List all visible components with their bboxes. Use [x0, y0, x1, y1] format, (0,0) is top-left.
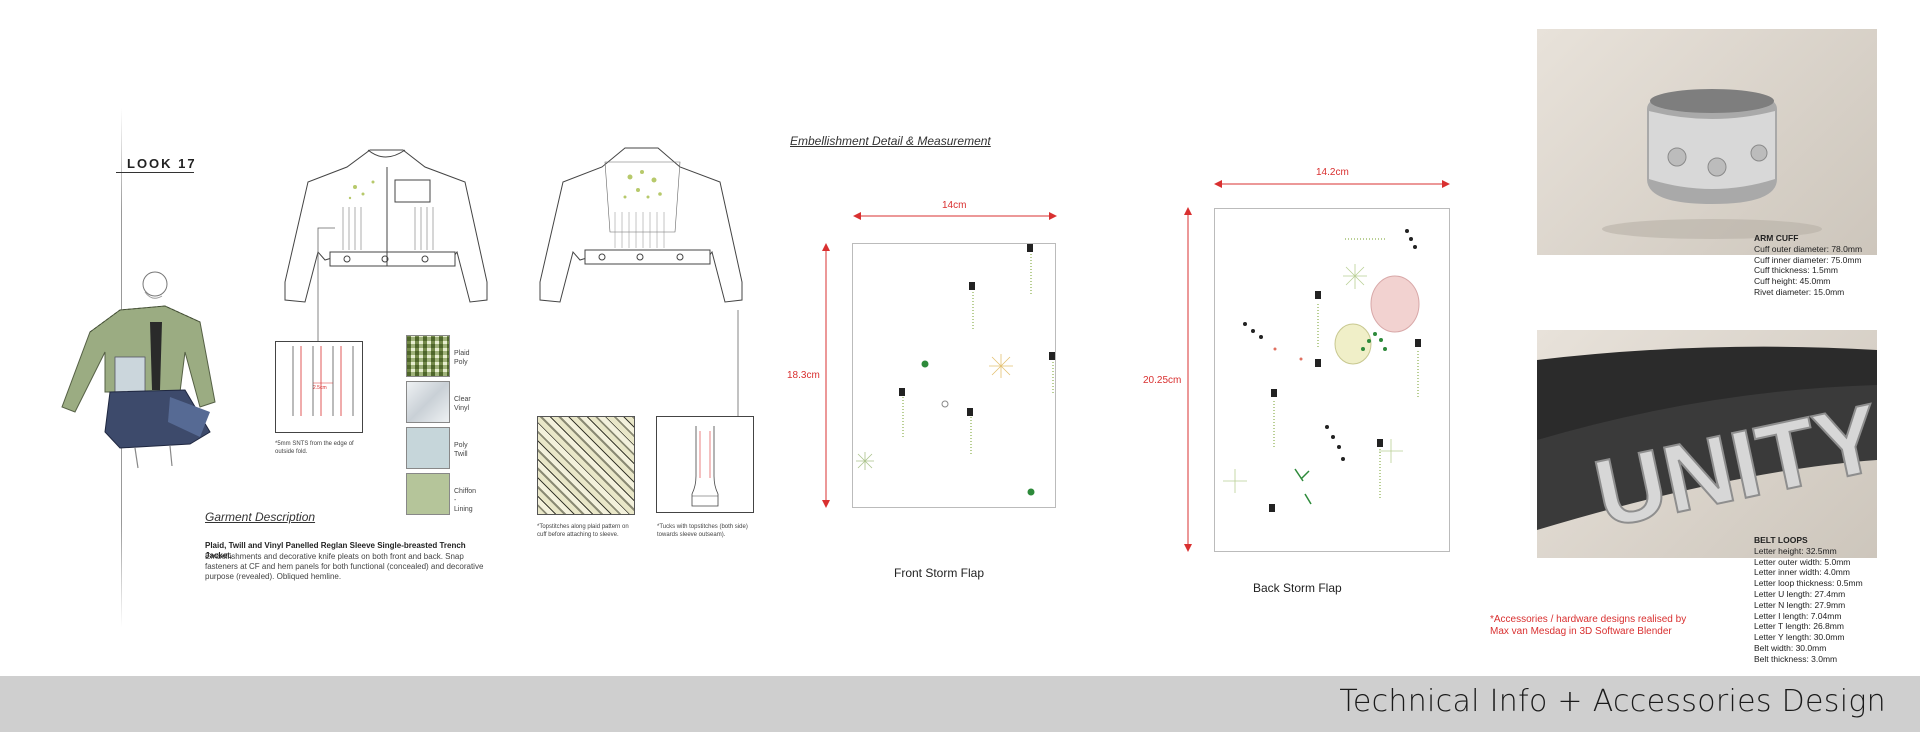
back-storm-flap — [1214, 208, 1450, 552]
garment-title: Plaid, Twill and Vinyl Panelled Reglan S… — [205, 541, 466, 560]
garment-heading: Garment Description — [205, 510, 316, 524]
cuff-tuck-sketch — [656, 416, 754, 513]
fabric-swatch: Clear Vinyl — [406, 381, 471, 427]
embellishment-heading: Embellishment Detail & Measurement — [790, 134, 991, 148]
spec-line: Letter loop thickness: 0.5mm — [1754, 578, 1863, 589]
look-label: LOOK 17 — [127, 156, 197, 171]
spec-line: Letter U length: 27.4mm — [1754, 588, 1846, 599]
pleat-measure: 2.5cm — [313, 385, 327, 391]
arm-cuff-image — [1602, 89, 1822, 239]
footer-title: Technical Info + Accessories Design — [1339, 684, 1886, 719]
front-width-label: 14cm — [942, 200, 967, 211]
belt-specs: BELT LOOPS Letter height: 32.5mm Letter … — [1754, 535, 1863, 665]
spec-line: Cuff inner diameter: 75.0mm — [1754, 254, 1862, 265]
pleat-detail — [275, 341, 363, 433]
spec-line: Letter N length: 27.9mm — [1754, 599, 1846, 610]
pleat-note: *5mm SNTS from the edge of outside fold. — [275, 441, 354, 455]
belt-title: BELT LOOPS — [1754, 535, 1808, 545]
belt-image: UNITY — [1537, 346, 1877, 549]
spec-line: Rivet diameter: 15.0mm — [1754, 286, 1845, 297]
arm-cuff-title: ARM CUFF — [1754, 233, 1799, 243]
front-height-label: 18.3cm — [787, 370, 820, 381]
swatch-chiffon-lining — [406, 473, 450, 515]
fabric-label: Poly Twill — [454, 442, 468, 458]
fabric-swatch: Chiffon - Lining — [406, 473, 476, 519]
spec-line: Belt thickness: 3.0mm — [1754, 653, 1838, 664]
front-storm-flap — [852, 243, 1056, 508]
back-height-arrow — [1184, 207, 1192, 552]
back-width-arrow — [1214, 180, 1450, 188]
spec-line: Letter inner width: 4.0mm — [1754, 567, 1850, 578]
back-flat-sketch — [539, 147, 743, 303]
front-flap-caption: Front Storm Flap — [894, 566, 985, 580]
fabric-label: Chiffon - Lining — [454, 488, 477, 513]
fabric-label: Clear Vinyl — [454, 396, 471, 412]
cuff-note-right: *Tucks with topstitches (both side) towa… — [657, 524, 748, 538]
footer-bar: Technical Info + Accessories Design — [0, 676, 1920, 732]
back-flap-caption: Back Storm Flap — [1253, 581, 1342, 595]
look-underline — [116, 172, 194, 173]
swatch-poly-twill — [406, 427, 450, 469]
spec-line: Letter T length: 26.8mm — [1754, 621, 1844, 632]
front-height-arrow — [822, 243, 830, 508]
swatch-plaid-poly — [406, 335, 450, 377]
cuff-photo — [537, 416, 635, 515]
arm-cuff-specs: ARM CUFF Cuff outer diameter: 78.0mm Cuf… — [1754, 233, 1862, 298]
fabric-swatch-list: Plaid Poly Clear Vinyl Poly Twill Chiffo… — [406, 335, 476, 519]
spec-line: Letter outer width: 5.0mm — [1754, 556, 1851, 567]
spec-line: Cuff height: 45.0mm — [1754, 276, 1831, 287]
fabric-swatch: Poly Twill — [406, 427, 468, 473]
spec-line: Belt width: 30.0mm — [1754, 642, 1827, 653]
connector-lines — [317, 227, 739, 416]
spec-line: Cuff outer diameter: 78.0mm — [1754, 243, 1863, 254]
cuff-note-left: *Topstitches along plaid pattern on cuff… — [537, 524, 629, 538]
front-flat-sketch — [284, 149, 488, 303]
fabric-swatch: Plaid Poly — [406, 335, 470, 381]
spec-line: Cuff thickness: 1.5mm — [1754, 265, 1838, 276]
fabric-label: Plaid Poly — [454, 350, 470, 366]
belt-render: UNITY — [1537, 330, 1877, 558]
back-height-label: 20.25cm — [1143, 375, 1182, 386]
accessory-note: *Accessories / hardware designs realised… — [1490, 614, 1687, 637]
spec-line: Letter I length: 7.04mm — [1754, 610, 1842, 621]
arm-cuff-render — [1537, 29, 1877, 255]
model-illustration — [61, 271, 216, 469]
spec-line: Letter height: 32.5mm — [1754, 545, 1837, 556]
front-width-arrow — [853, 212, 1057, 220]
back-width-label: 14.2cm — [1316, 167, 1349, 178]
garment-body: Embellishments and decorative knife plea… — [205, 552, 484, 581]
spec-line: Letter Y length: 30.0mm — [1754, 632, 1845, 643]
swatch-clear-vinyl — [406, 381, 450, 423]
